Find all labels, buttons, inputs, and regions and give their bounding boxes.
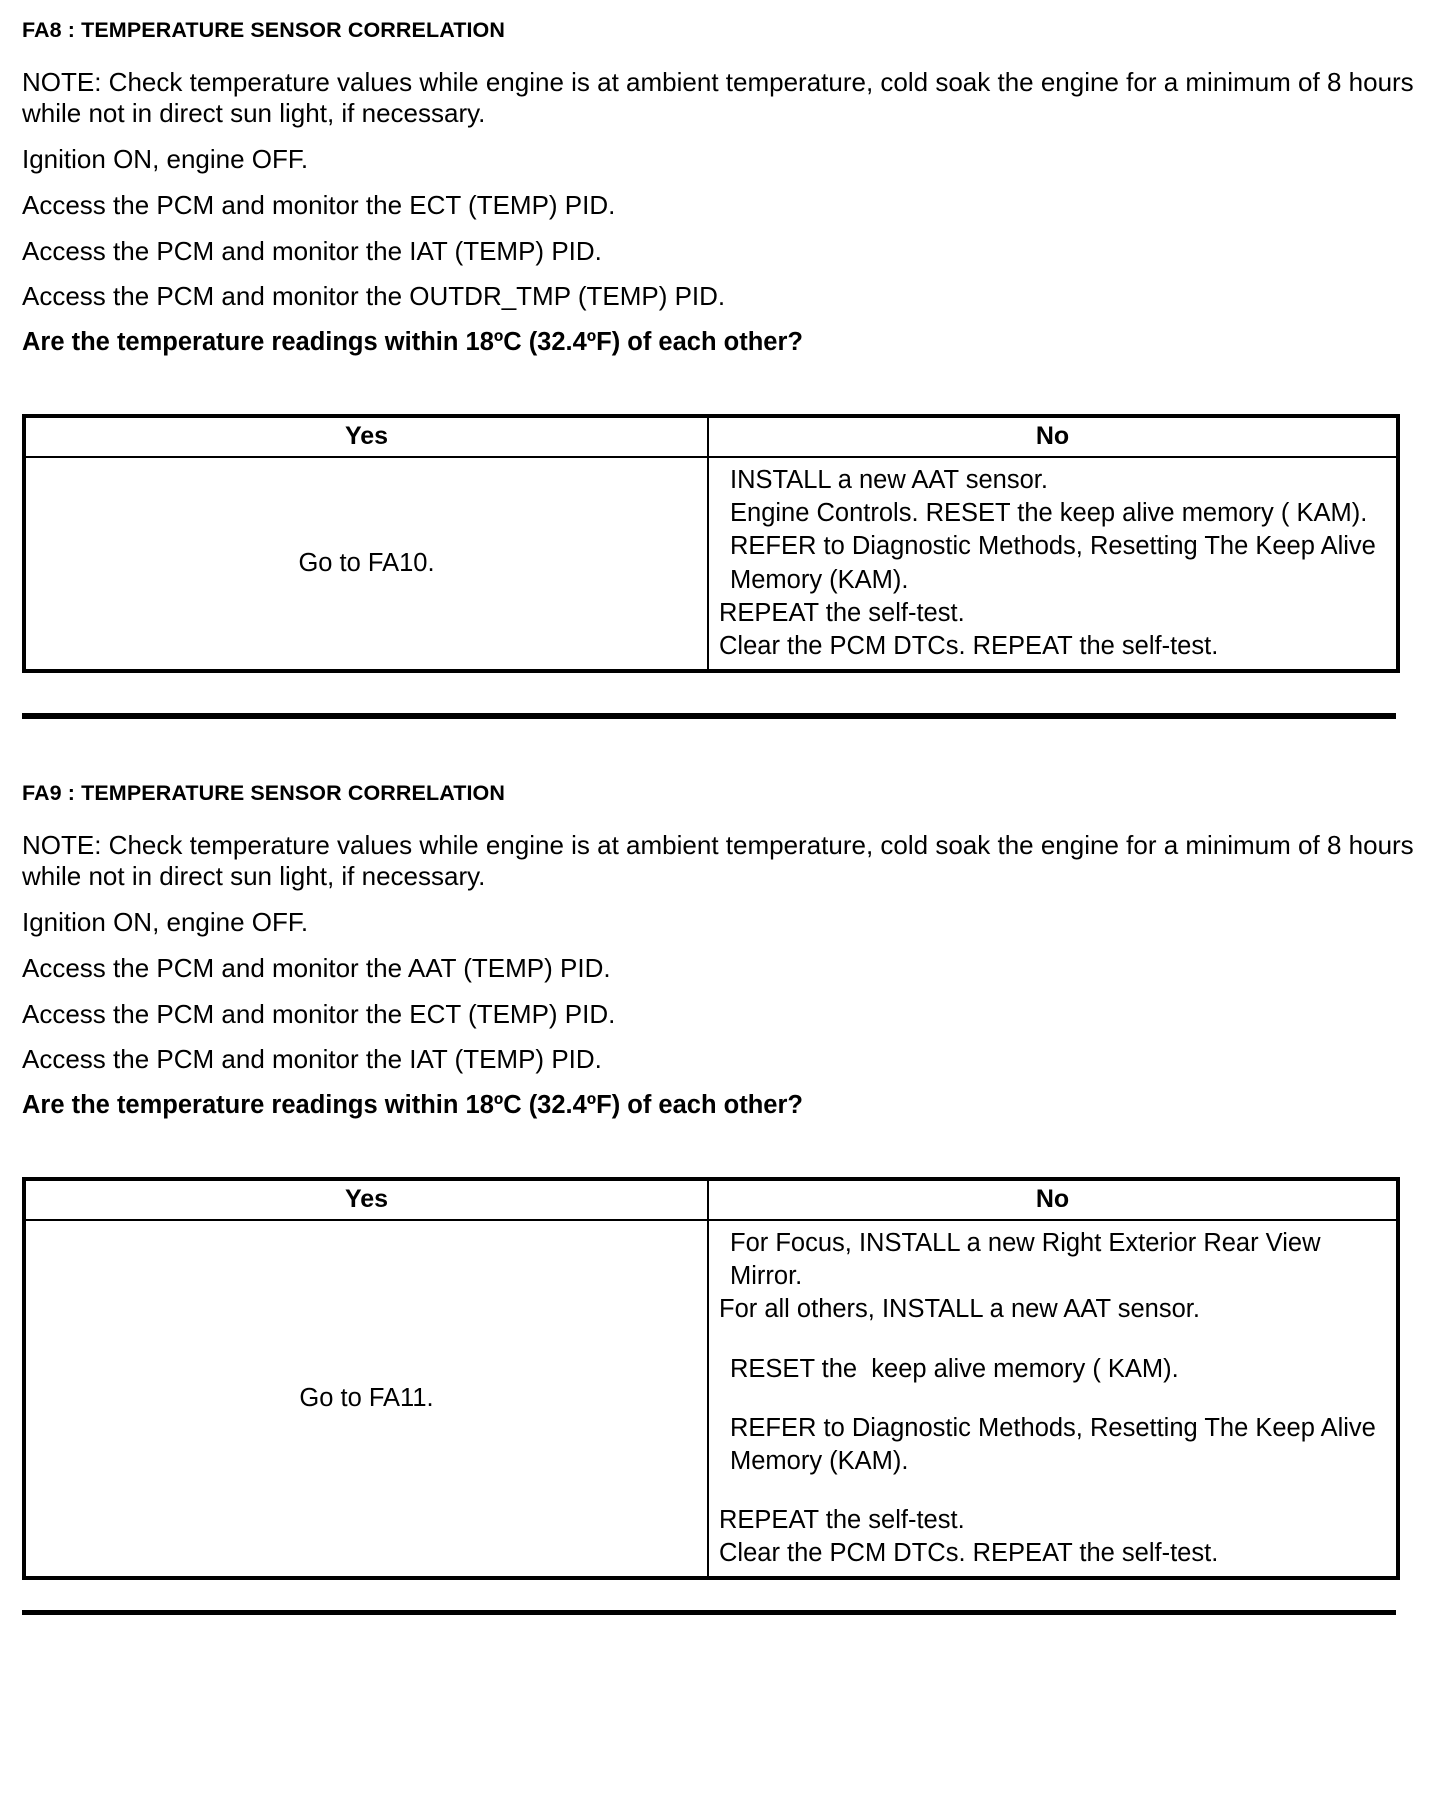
- step-pid-3-fa8: Access the PCM and monitor the OUTDR_TMP…: [22, 281, 726, 312]
- column-header-no: No: [707, 1179, 1399, 1222]
- step-ignition-fa9: Ignition ON, engine OFF.: [22, 907, 309, 938]
- decision-table-fa9: Yes No Go to FA11. For Focus, INSTALL a …: [22, 1177, 1400, 1581]
- column-header-yes: Yes: [23, 1179, 709, 1222]
- table-header-row: Yes No: [23, 1179, 1399, 1222]
- section-fa9: FA9 : TEMPERATURE SENSOR CORRELATION NOT…: [0, 781, 1440, 1121]
- decision-table-fa8: Yes No Go to FA10. INSTALL a new AAT sen…: [22, 414, 1400, 673]
- table-header-row: Yes No: [23, 416, 1399, 459]
- yes-action-cell: Go to FA10.: [23, 456, 709, 671]
- step-pid-1-fa8: Access the PCM and monitor the ECT (TEMP…: [22, 189, 616, 220]
- note-text-fa9: NOTE: Check temperature values while eng…: [22, 829, 1414, 892]
- table-row: Go to FA11. For Focus, INSTALL a new Rig…: [23, 1219, 1399, 1579]
- no-action-cell: INSTALL a new AAT sensor. Engine Control…: [707, 456, 1399, 671]
- step-pid-2-fa9: Access the PCM and monitor the ECT (TEMP…: [22, 998, 616, 1029]
- no-action-line: INSTALL a new AAT sensor.: [730, 466, 1048, 495]
- no-action-spacer: [719, 1386, 1390, 1412]
- note-text-fa8: NOTE: Check temperature values while eng…: [22, 66, 1414, 129]
- no-action-line: For Focus, INSTALL a new Right Exterior …: [730, 1229, 1328, 1291]
- no-action-line: Engine Controls. RESET the keep alive me…: [730, 499, 1383, 594]
- no-action-line: Clear the PCM DTCs. REPEAT the self-test…: [719, 631, 1219, 660]
- no-action-line: REFER to Diagnostic Methods, Resetting T…: [730, 1413, 1383, 1475]
- no-action-line: RESET the keep alive memory ( KAM).: [730, 1354, 1179, 1383]
- no-action-line: REPEAT the self-test.: [719, 598, 965, 627]
- step-pid-2-fa8: Access the PCM and monitor the IAT (TEMP…: [22, 235, 602, 266]
- question-fa9: Are the temperature readings within 18ºC…: [22, 1091, 803, 1120]
- column-header-yes: Yes: [23, 416, 709, 459]
- section-title-fa9: FA9 : TEMPERATURE SENSOR CORRELATION: [22, 780, 505, 805]
- page-bottom-rule: [22, 1610, 1396, 1616]
- no-action-spacer: [719, 1478, 1390, 1504]
- no-action-line: For all others, INSTALL a new AAT sensor…: [719, 1295, 1200, 1324]
- step-ignition-fa8: Ignition ON, engine OFF.: [22, 144, 309, 175]
- column-header-no: No: [707, 416, 1399, 459]
- yes-action-cell: Go to FA11.: [23, 1219, 709, 1579]
- no-action-spacer: [719, 1327, 1390, 1353]
- no-action-line: Clear the PCM DTCs. REPEAT the self-test…: [719, 1539, 1219, 1568]
- step-pid-3-fa9: Access the PCM and monitor the IAT (TEMP…: [22, 1044, 602, 1075]
- section-fa8: FA8 : TEMPERATURE SENSOR CORRELATION NOT…: [0, 0, 1440, 358]
- no-action-cell: For Focus, INSTALL a new Right Exterior …: [707, 1219, 1399, 1579]
- question-fa8: Are the temperature readings within 18ºC…: [22, 328, 803, 357]
- step-pid-1-fa9: Access the PCM and monitor the AAT (TEMP…: [22, 952, 611, 983]
- no-action-line: REPEAT the self-test.: [719, 1505, 965, 1534]
- table-row: Go to FA10. INSTALL a new AAT sensor. En…: [23, 456, 1399, 671]
- section-separator-rule: [22, 712, 1396, 719]
- section-title-fa8: FA8 : TEMPERATURE SENSOR CORRELATION: [22, 18, 505, 42]
